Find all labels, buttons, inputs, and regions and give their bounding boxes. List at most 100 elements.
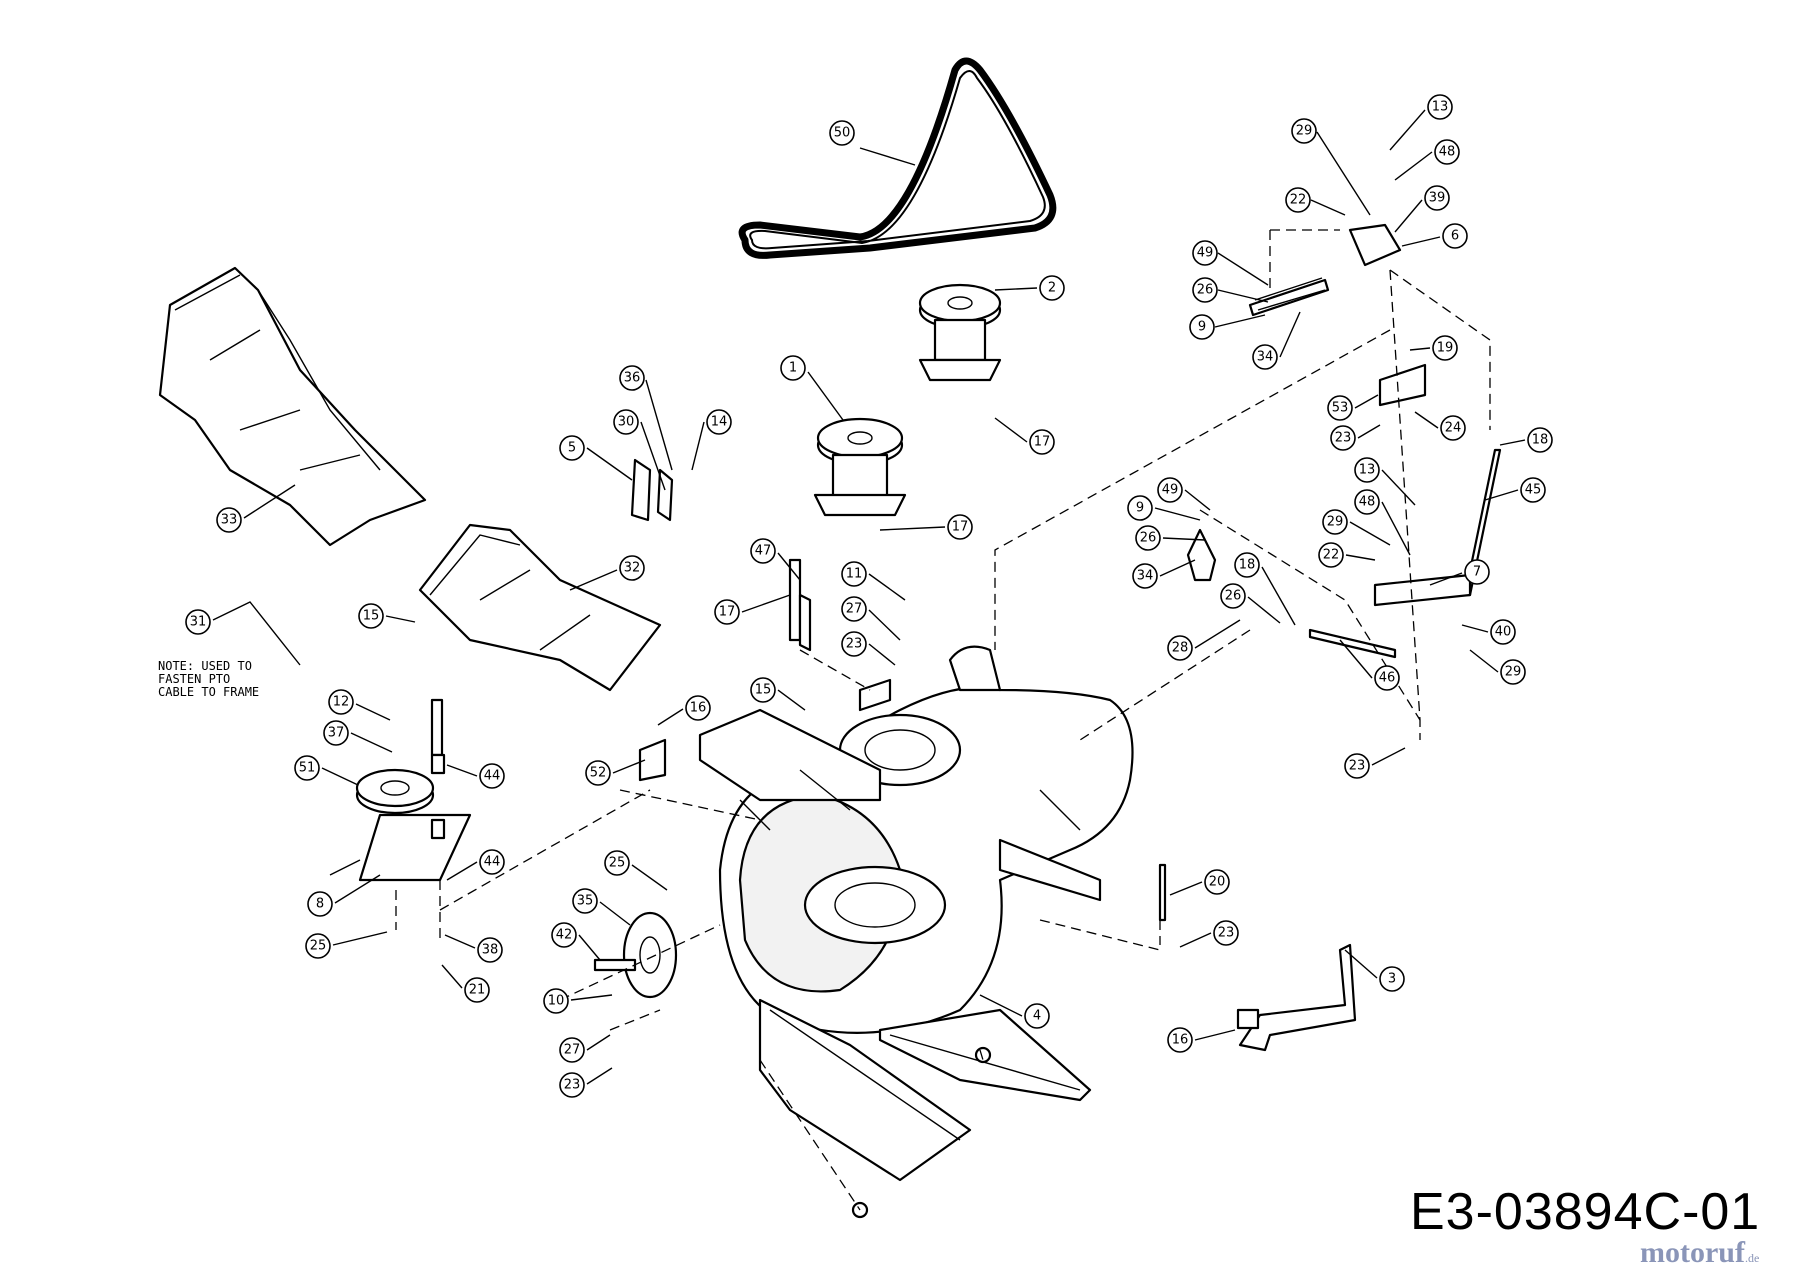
callout-47: 47 <box>750 538 801 581</box>
callout-33: 33 <box>216 484 296 533</box>
svg-text:53: 53 <box>1332 401 1349 416</box>
svg-text:32: 32 <box>624 561 641 576</box>
drive-belt <box>738 57 1057 259</box>
callout-16b: 16 <box>1167 1027 1236 1053</box>
gauge-wheel <box>593 911 678 999</box>
svg-text:17: 17 <box>952 520 969 535</box>
discharge-chute <box>158 266 427 547</box>
svg-text:34: 34 <box>1257 350 1274 365</box>
callout-8: 8 <box>307 874 381 917</box>
svg-text:15: 15 <box>755 683 772 698</box>
svg-text:22: 22 <box>1290 193 1307 208</box>
callout-18b: 18 <box>1234 552 1296 626</box>
svg-text:26: 26 <box>1140 531 1157 546</box>
svg-text:13: 13 <box>1432 100 1449 115</box>
callout-48b: 48 <box>1354 489 1411 556</box>
callout-19: 19 <box>1409 335 1458 361</box>
callout-51: 51 <box>294 755 359 786</box>
svg-text:15: 15 <box>363 609 380 624</box>
svg-text:24: 24 <box>1445 421 1462 436</box>
callout-29a: 29 <box>1291 118 1371 216</box>
svg-text:37: 37 <box>328 726 345 741</box>
callout-27a: 27 <box>841 596 901 641</box>
callout-45: 45 <box>1484 477 1546 503</box>
svg-text:23: 23 <box>1218 926 1235 941</box>
svg-text:7: 7 <box>1473 565 1481 580</box>
svg-text:47: 47 <box>755 544 772 559</box>
svg-text:35: 35 <box>577 894 594 909</box>
svg-text:13: 13 <box>1359 463 1376 478</box>
note-line-2: FASTEN PTO <box>158 672 231 686</box>
callout-34b: 34 <box>1132 559 1196 589</box>
callout-32: 32 <box>569 555 645 591</box>
svg-text:23: 23 <box>846 637 863 652</box>
spindle-right <box>918 283 1002 382</box>
callout-34a: 34 <box>1252 311 1301 370</box>
callout-12: 12 <box>328 689 391 721</box>
svg-text:48: 48 <box>1439 145 1456 160</box>
watermark-logo: motoruf.de <box>1640 1236 1759 1270</box>
svg-text:26: 26 <box>1225 589 1242 604</box>
callout-25a: 25 <box>305 931 388 959</box>
callout-17b: 17 <box>879 514 973 540</box>
svg-text:5: 5 <box>568 441 576 456</box>
svg-text:4: 4 <box>1033 1009 1041 1024</box>
idler-pulley <box>329 698 472 882</box>
svg-text:23: 23 <box>1335 431 1352 446</box>
svg-text:28: 28 <box>1172 641 1189 656</box>
callout-14: 14 <box>691 409 732 471</box>
callout-9a: 9 <box>1189 314 1266 340</box>
callout-26c: 26 <box>1220 583 1281 624</box>
callout-17c: 17 <box>714 594 791 625</box>
callout-49b: 49 <box>1157 477 1211 511</box>
callout-18a: 18 <box>1499 427 1553 453</box>
svg-text:52: 52 <box>590 766 607 781</box>
callout-36: 36 <box>619 365 673 471</box>
callout-46: 46 <box>1339 639 1400 691</box>
callout-29b: 29 <box>1322 509 1391 546</box>
callout-50: 50 <box>829 120 916 166</box>
svg-text:38: 38 <box>482 943 499 958</box>
svg-text:27: 27 <box>564 1043 581 1058</box>
callout-22a: 22 <box>1285 187 1346 216</box>
callout-23a: 23 <box>1330 424 1381 451</box>
svg-text:48: 48 <box>1359 495 1376 510</box>
svg-text:51: 51 <box>299 761 316 776</box>
svg-text:29: 29 <box>1327 515 1344 530</box>
callout-10: 10 <box>543 988 613 1014</box>
callout-2: 2 <box>994 275 1065 301</box>
assembly-lines <box>395 229 1491 1211</box>
blades <box>758 998 1092 1219</box>
svg-text:20: 20 <box>1209 875 1226 890</box>
svg-text:29: 29 <box>1505 665 1522 680</box>
svg-text:22: 22 <box>1323 548 1340 563</box>
svg-text:9: 9 <box>1198 320 1206 335</box>
svg-text:1: 1 <box>789 361 797 376</box>
watermark-name: motoruf <box>1640 1236 1745 1269</box>
deflector <box>418 523 662 692</box>
callout-27b: 27 <box>559 1034 611 1063</box>
callout-1: 1 <box>780 355 844 421</box>
svg-text:17: 17 <box>719 605 736 620</box>
svg-text:18: 18 <box>1239 558 1256 573</box>
callout-26a: 26 <box>1192 277 1269 303</box>
watermark-tld: .de <box>1744 1251 1760 1265</box>
svg-text:2: 2 <box>1048 281 1056 296</box>
svg-text:12: 12 <box>333 695 350 710</box>
spindle-left <box>813 417 907 517</box>
callout-3: 3 <box>1344 949 1405 992</box>
note-line-1: NOTE: USED TO <box>158 659 252 673</box>
callout-23c: 23 <box>841 631 896 666</box>
svg-text:14: 14 <box>711 415 728 430</box>
svg-text:9: 9 <box>1136 501 1144 516</box>
callout-24: 24 <box>1414 411 1466 441</box>
callout-44a: 44 <box>446 763 505 789</box>
svg-text:3: 3 <box>1388 972 1396 987</box>
callout-13a: 13 <box>1389 94 1453 151</box>
svg-text:23: 23 <box>564 1078 581 1093</box>
callout-28: 28 <box>1167 619 1241 661</box>
svg-text:45: 45 <box>1525 483 1542 498</box>
callout-25b: 25 <box>604 850 668 891</box>
svg-text:42: 42 <box>556 928 573 943</box>
